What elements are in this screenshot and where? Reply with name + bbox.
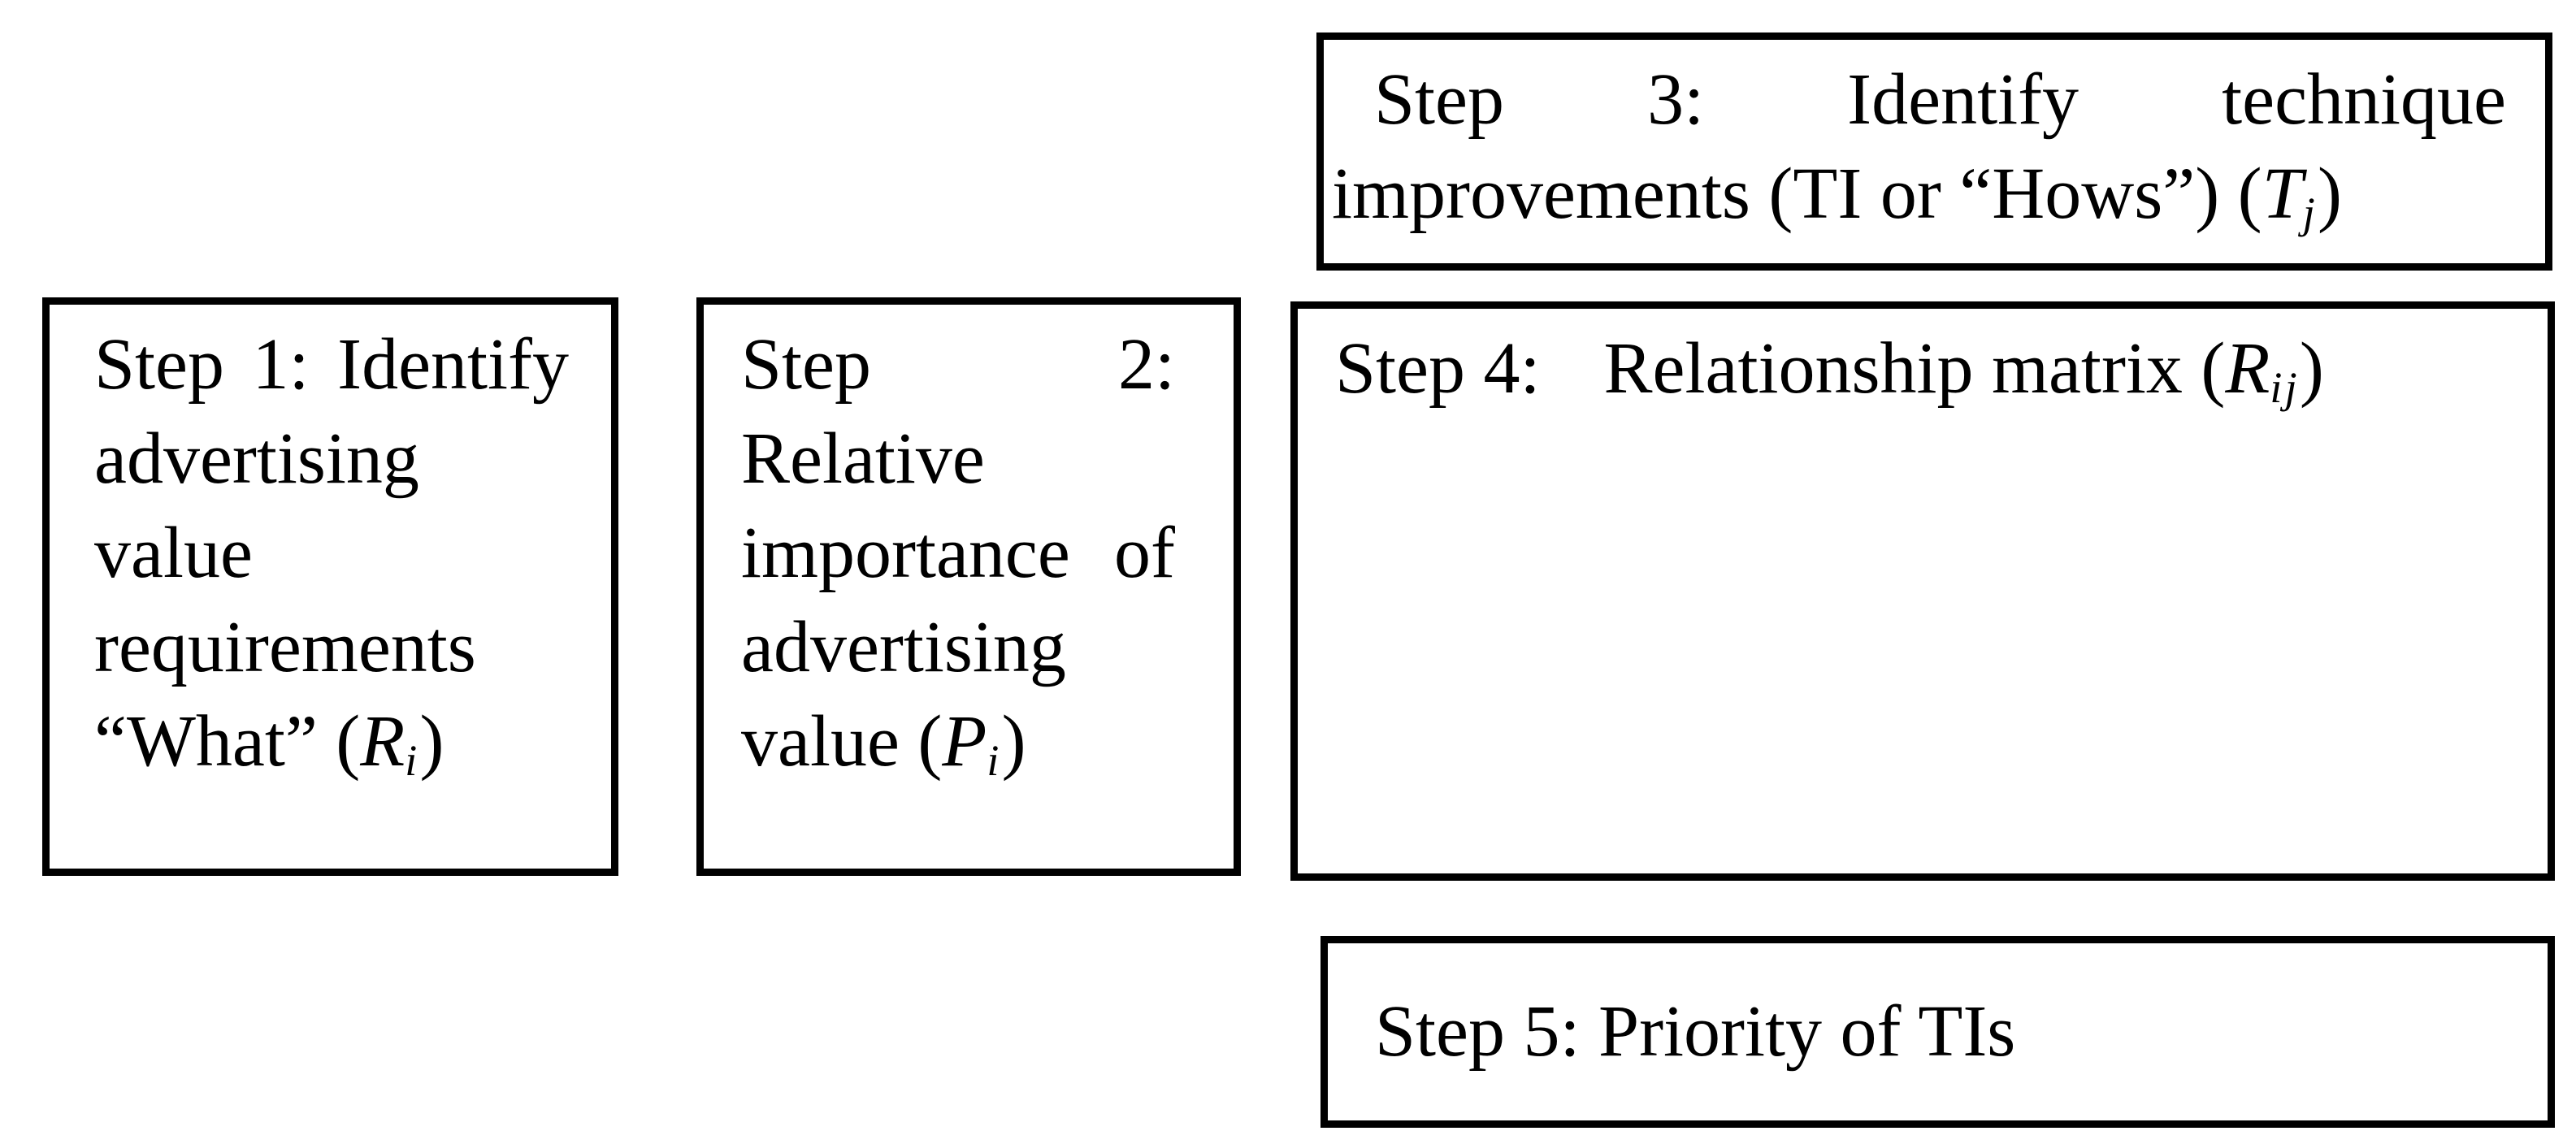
text-segment: Relative [741,418,985,499]
text-segment: “What” ( [94,701,361,782]
text-line: improvements (TI or “Hows”) (Tj) [1332,147,2506,260]
word: Step [1374,59,1505,140]
text-line: advertising [94,412,569,506]
step-4-box: Step 4: Relationship matrix (Rij) [1290,301,2555,881]
text-segment: Step 4: [1335,328,1541,409]
text-segment: T [2262,154,2303,234]
text-line: importance of [741,506,1175,600]
word: of [1114,513,1175,593]
text-segment: P [942,701,987,782]
step-1-box: Step 1: Identify advertising value requiremen… [42,297,618,876]
text-segment: ) [2317,154,2342,234]
text-line: Step 4: Relationship matrix (Rij) [1335,322,2507,435]
text-segment: advertising [94,418,419,499]
text-line: “What” (Ri) [94,695,569,808]
text-segment: requirements [94,607,476,687]
step-5-text: Step 5: Priority of TIs [1375,943,2507,1120]
word: 2: [1117,324,1175,405]
step-1-text: Step 1: Identify advertising value requiremen… [94,318,569,869]
step-4-text: Step 4: Relationship matrix (Rij) [1335,322,2507,873]
text-line: Relative [741,412,1175,506]
text-segment: ) [1001,701,1026,782]
text-line: Step 2: [741,318,1175,412]
text-segment: advertising [741,607,1066,687]
text-segment: ) [419,701,445,782]
text-line: value (Pi) [741,695,1175,808]
text-line: Step 3: Identify technique [1332,53,2506,147]
step-5-box: Step 5: Priority of TIs [1321,936,2555,1128]
text-line: Step 1: Identify [94,318,569,412]
text-segment: Step 5: Priority of TIs [1375,991,2016,1072]
text-segment: R [360,701,405,782]
text-line: Step 5: Priority of TIs [1375,985,2507,1079]
word: 1: [252,324,310,405]
text-line: value [94,506,569,600]
text-segment: value [94,513,253,593]
text-segment: value ( [741,701,943,782]
text-segment: i [405,735,420,785]
word: 3: [1647,59,1705,140]
text-segment: Relationship matrix ( [1603,328,2226,409]
word: Identify [337,324,569,405]
word: importance [741,513,1070,593]
word: Identify [1847,59,2079,140]
word: technique [2222,59,2506,140]
word: Step [94,324,225,405]
text-segment: R [2225,328,2270,409]
text-segment: ij [2270,362,2300,412]
text-segment: ) [2299,328,2324,409]
text-segment: i [987,735,1002,785]
word: Step [741,324,872,405]
text-segment: improvements (TI or “Hows”) ( [1332,154,2262,234]
text-segment: j [2302,188,2318,237]
text-line: advertising [741,600,1175,695]
text-line: requirements [94,600,569,695]
